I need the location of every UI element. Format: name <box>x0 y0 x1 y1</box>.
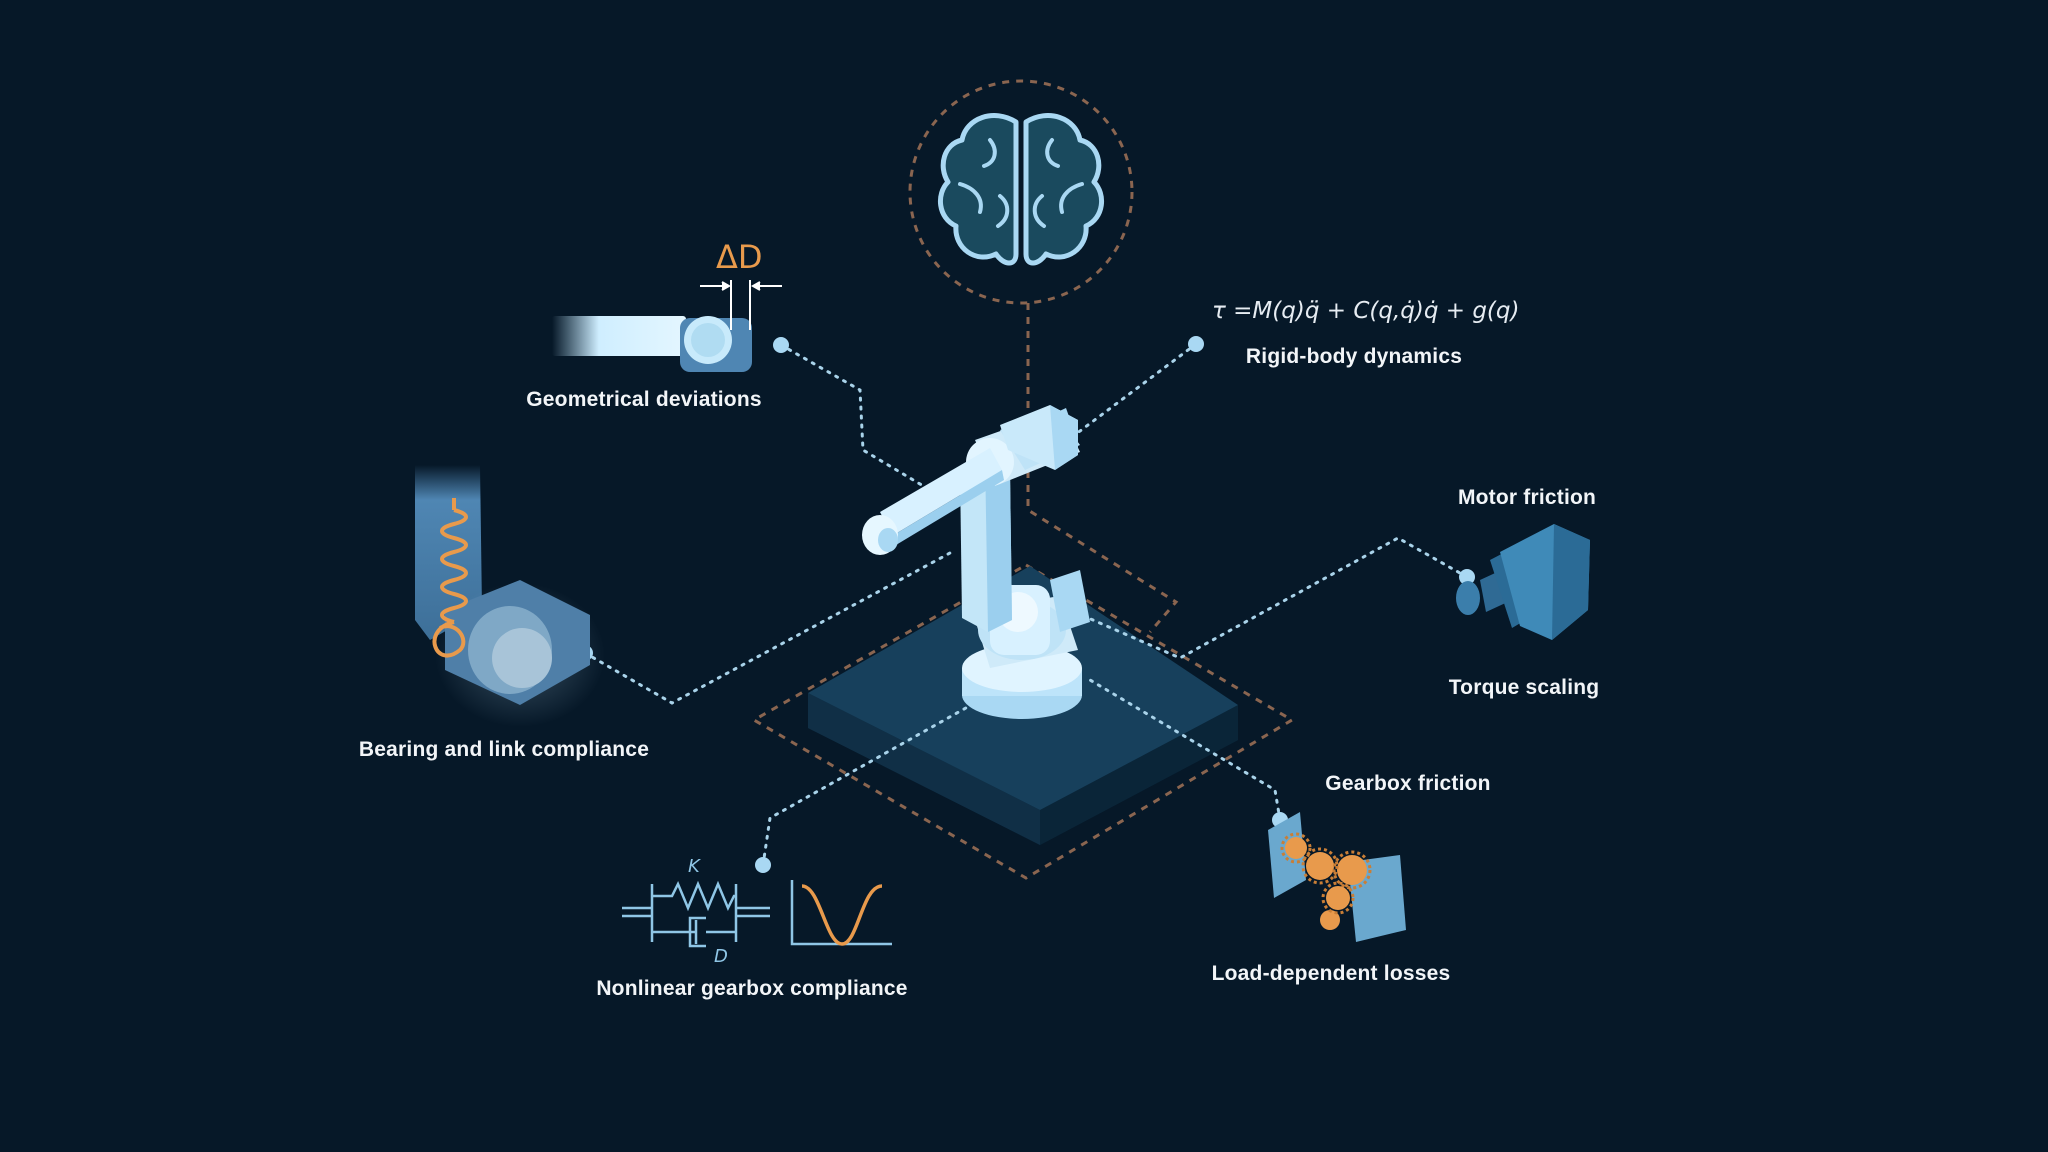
connector-motor <box>1068 536 1469 660</box>
label-nonlinear-gearbox-compliance: Nonlinear gearbox compliance <box>596 977 908 1000</box>
spring-damper-symbol <box>622 880 770 948</box>
spring-icon <box>432 498 468 658</box>
bearing-compliance-illustration <box>415 465 605 727</box>
nonlinear-curve-graph <box>790 880 892 946</box>
rigid-body-formula: τ =M(q)q̈ + C(q,q̇)q̇ + g(q) <box>1212 298 1520 324</box>
geometrical-deviation-illustration <box>552 280 782 372</box>
dot-rigid-body <box>1188 336 1204 352</box>
brain-dashed-circle <box>908 79 1134 305</box>
label-load-dependent-losses: Load-dependent losses <box>1211 962 1451 985</box>
delta-d-symbol: ΔD <box>716 238 763 276</box>
label-torque-scaling: Torque scaling <box>1448 676 1600 699</box>
dot-geometrical <box>773 337 789 353</box>
brain-connector-dashed <box>1026 303 1179 633</box>
connector-rigid-body <box>1066 342 1198 442</box>
label-bearing-link-compliance: Bearing and link compliance <box>358 738 650 761</box>
connector-bearing <box>583 551 952 705</box>
base-dashed-outline <box>750 563 1295 880</box>
brain-icon <box>938 113 1104 266</box>
label-gearbox-friction: Gearbox friction <box>1325 772 1491 795</box>
motor-icon <box>1456 524 1590 640</box>
label-motor-friction: Motor friction <box>1457 486 1597 509</box>
label-geometrical-deviations: Geometrical deviations <box>526 388 762 411</box>
connector-gearbox-friction <box>1083 675 1282 822</box>
label-rigid-body-dynamics: Rigid-body dynamics <box>1245 345 1463 368</box>
connector-geometrical <box>779 343 932 492</box>
industrial-robot-arm <box>862 405 1090 719</box>
dot-motor <box>1459 569 1475 585</box>
connector-lines <box>583 342 1469 867</box>
gears-icon <box>1268 812 1406 942</box>
spring-k-symbol: K <box>688 856 700 877</box>
connector-nonlinear <box>761 698 982 867</box>
dot-nonlinear <box>755 857 771 873</box>
damper-d-symbol: D <box>714 946 728 967</box>
